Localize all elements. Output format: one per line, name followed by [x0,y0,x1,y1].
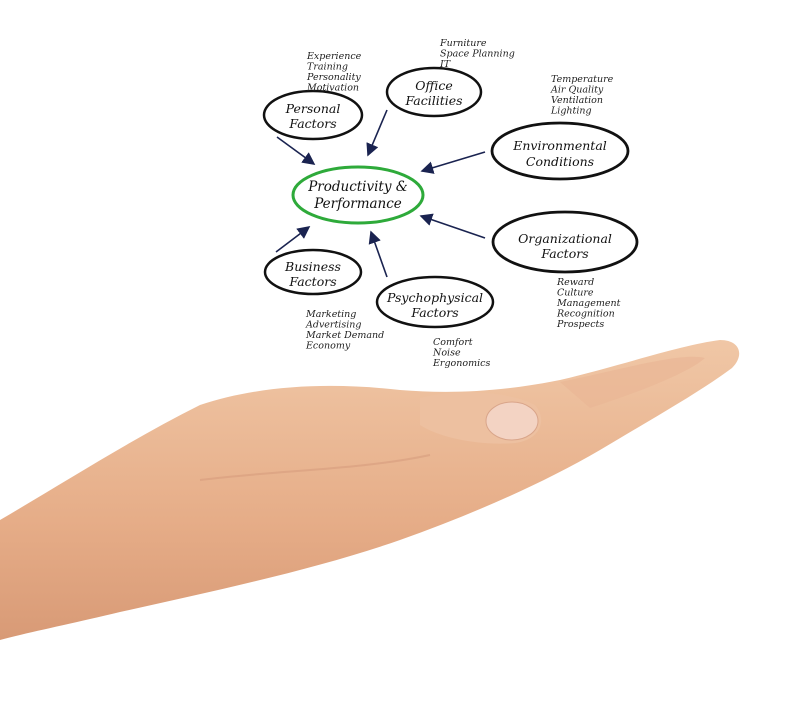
list-item: Air Quality [550,85,604,96]
list-item: Ventilation [551,95,603,106]
list-item: Training [307,62,348,73]
items-business: Marketing Advertising Market Demand Econ… [305,309,384,352]
center-label-line1: Productivity & [307,179,408,195]
items-personal: Experience Training Personality Motivati… [306,51,362,94]
items-psychophysical: Comfort Noise Ergonomics [432,337,490,369]
node-label-line1: Business [284,259,341,274]
node-label-line1: Environmental [512,138,607,153]
node-business: Business Factors [263,248,363,296]
node-label-line1: Personal [285,101,341,116]
list-item: Recognition [556,309,615,320]
list-item: Culture [557,288,594,299]
list-item: Personality [306,72,361,83]
list-item: Temperature [551,74,614,85]
list-item: Space Planning [440,49,515,60]
list-item: Economy [305,341,351,352]
list-item: Marketing [305,309,356,320]
arrow-environmental [420,151,486,174]
node-environmental: Environmental Conditions [490,121,630,181]
arrows [275,109,486,278]
node-organizational: Organizational Factors [491,210,639,274]
arrow-business [275,226,311,253]
list-item: Ergonomics [432,358,490,369]
list-item: Noise [432,348,461,359]
list-item: Experience [306,51,362,62]
list-item: Advertising [305,320,361,331]
center-label-line2: Performance [313,196,402,212]
list-item: Comfort [433,337,473,348]
node-label-line2: Factors [288,116,336,131]
list-item: Management [556,298,621,309]
node-label-line2: Factors [288,274,336,289]
items-office: Furniture Space Planning IT [439,38,515,70]
arrow-office [366,109,388,157]
list-item: Furniture [439,38,487,49]
node-label-line1: Office [415,78,453,93]
node-office: Office Facilities [385,66,483,118]
node-personal: Personal Factors [262,89,364,141]
node-label-line2: Factors [540,246,588,261]
node-label-line1: Psychophysical [386,290,483,305]
list-item: Reward [556,277,594,288]
arrow-psychophysical [368,230,388,278]
node-label-line2: Facilities [404,93,462,108]
node-label-line2: Factors [410,305,458,320]
node-psychophysical: Psychophysical Factors [375,275,495,329]
arrow-personal [276,136,316,165]
items-organizational: Reward Culture Management Recognition Pr… [556,277,621,330]
arrow-organizational [419,213,486,239]
hand-illustration [0,340,740,640]
list-item: IT [439,59,451,70]
list-item: Prospects [556,319,604,330]
items-environmental: Temperature Air Quality Ventilation Ligh… [550,74,614,117]
list-item: Lighting [550,106,592,117]
node-label-line2: Conditions [526,154,594,169]
center-node: Productivity & Performance [291,165,425,225]
list-item: Market Demand [305,330,384,341]
node-label-line1: Organizational [518,231,612,246]
list-item: Motivation [306,83,359,94]
